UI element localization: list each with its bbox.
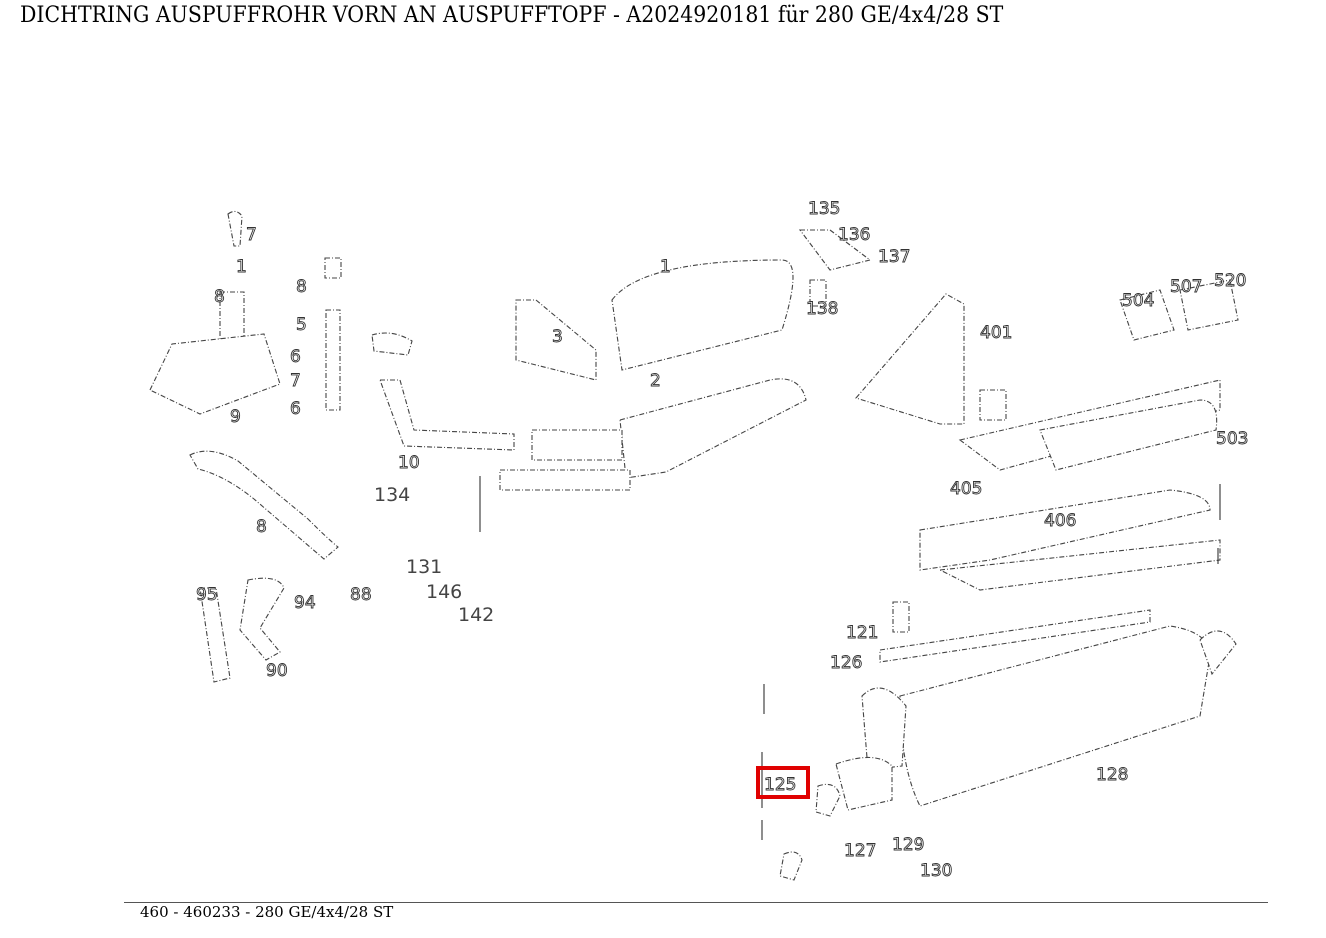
callout-label: 137 [878,247,910,267]
callout-label: 121 [846,623,878,643]
callout-label: 90 [266,661,288,681]
callout-label: 8 [214,287,225,307]
callout-label: 130 [920,861,952,881]
callout-label: 88 [350,585,372,605]
callout-label: 6 [290,399,301,419]
callout-label: 2 [650,371,661,391]
callout-label: 135 [808,199,840,219]
callout-label: 520 [1214,271,1246,291]
callout-label: 1 [236,257,247,277]
dark-callout-labels: 134 131 146 142 [374,484,494,626]
front-pipe-group [149,210,342,683]
callout-label: 138 [806,299,838,319]
callout-label: 5 [296,315,307,335]
highlight-box [756,766,810,799]
callout-label: 405 [950,479,982,499]
rear-silencer-group [855,279,1239,591]
callout-label: 6 [290,347,301,367]
callout-label: 503 [1216,429,1248,449]
callout-label: 128 [1096,765,1128,785]
callout-142: 142 [458,604,494,626]
callout-label: 126 [830,653,862,673]
callout-label: 504 [1122,291,1154,311]
callout-label: 401 [980,323,1012,343]
callout-label: 136 [838,225,870,245]
callout-label: 95 [196,585,218,605]
page-title: DICHTRING AUSPUFFROHR VORN AN AUSPUFFTOP… [20,3,1004,28]
rear-muffler-group [761,601,1237,881]
callout-labels: 7 1 8 8 5 6 7 6 9 10 8 1 2 3 135 136 137… [196,199,1249,882]
callout-134: 134 [374,484,410,506]
callout-label: 10 [398,453,420,473]
callout-label: 7 [246,225,257,245]
callout-label: 94 [294,593,316,613]
callout-label: 3 [552,327,563,347]
highlighted-part-callout[interactable]: 125 [756,766,810,799]
callout-label: 507 [1170,277,1202,297]
footer-model-info: 460 - 460233 - 280 GE/4x4/28 ST [140,903,394,921]
callout-label: 7 [290,371,301,391]
center-pipe-group [371,229,872,532]
highlighted-callout-number: 125 [764,775,796,795]
callout-131: 131 [406,556,442,578]
footer-divider [124,902,1268,903]
callout-label: 1 [660,257,671,277]
callout-label: 127 [844,841,876,861]
callout-label: 8 [256,517,267,537]
callout-label: 406 [1044,511,1076,531]
callout-146: 146 [426,581,462,603]
callout-label: 8 [296,277,307,297]
callout-label: 9 [230,407,241,427]
callout-label: 129 [892,835,924,855]
